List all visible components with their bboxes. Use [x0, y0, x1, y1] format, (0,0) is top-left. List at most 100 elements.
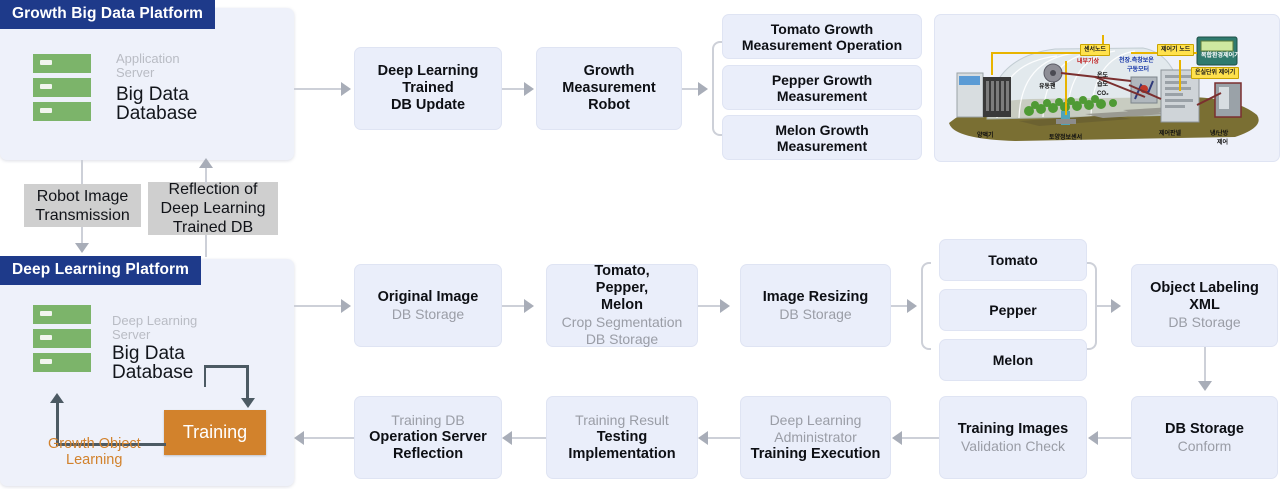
- training-button[interactable]: Training: [164, 410, 266, 455]
- box-title-line2: Measurement: [776, 137, 868, 154]
- connector-crops-to-object-labeling: [1097, 305, 1113, 307]
- box-title-line1: Training Execution: [750, 446, 881, 462]
- box-sub-line2: DB Storage: [585, 331, 659, 347]
- box-operation-server-reflection[interactable]: Training DB Operation Server Reflection: [354, 396, 502, 479]
- box-title-line3: Robot: [588, 97, 630, 113]
- box-crop-tomato[interactable]: Tomato: [939, 239, 1087, 281]
- box-deep-learning-training-execution[interactable]: Deep Learning Administrator Training Exe…: [740, 396, 891, 479]
- box-title-line2: Measurement: [776, 87, 868, 104]
- connector-crop-seg-to-resize: [698, 305, 722, 307]
- box-title-line1: Tomato Growth: [770, 20, 874, 37]
- box-crop-melon[interactable]: Melon: [939, 339, 1087, 381]
- arrow-down-to-db-storage: [1198, 381, 1212, 391]
- connector-top-panel-to-note: [81, 160, 83, 184]
- box-crop-segmentation-db-storage[interactable]: Tomato, Pepper, Melon Crop Segmentation …: [546, 263, 698, 347]
- box-growth-measurement-robot[interactable]: Growth Measurement Robot: [536, 47, 682, 130]
- box-melon-growth-measurement[interactable]: Melon Growth Measurement: [722, 115, 922, 160]
- box-title-line1: Object Labeling: [1150, 280, 1259, 296]
- box-testing-implementation[interactable]: Training Result Testing Implementation: [546, 396, 698, 479]
- brace-crops-right: [1087, 262, 1097, 350]
- hvac-label-line2: 제어: [1217, 140, 1229, 146]
- box-tomato-growth-measurement-operation[interactable]: Tomato Growth Measurement Operation: [722, 14, 922, 59]
- connector-original-to-crop-seg: [502, 305, 526, 307]
- temperature-label: 온도: [1097, 73, 1109, 79]
- box-title-line2: XML: [1189, 297, 1220, 313]
- box-pepper-growth-measurement[interactable]: Pepper Growth Measurement: [722, 65, 922, 110]
- box-title-line2: Reflection: [392, 446, 464, 462]
- growth-big-data-platform-title: Growth Big Data Platform: [0, 0, 215, 29]
- connector-dl-update-to-robot: [502, 88, 526, 90]
- box-title-line3: DB Update: [390, 97, 466, 113]
- arrow-right-to-image-resizing: [720, 299, 730, 313]
- box-object-labeling-xml[interactable]: Object Labeling XML DB Storage: [1131, 264, 1278, 347]
- loop-line-down-b: [246, 365, 249, 399]
- note-line2: Deep Learning: [160, 200, 266, 217]
- big-data-database-title-line1-bottom: Big Data: [112, 343, 185, 364]
- greenhouse-illustration-panel: 센서노드 제어기 노드 온실단위 제어기 내부기상 천장.측창보온 구동모터 온…: [934, 14, 1280, 162]
- greenhouse-illustration: 센서노드 제어기 노드 온실단위 제어기 내부기상 천장.측창보온 구동모터 온…: [935, 15, 1279, 161]
- box-sub-line1: DB Storage: [1168, 314, 1241, 330]
- control-panel-label: 제어판넬: [1159, 131, 1182, 137]
- server-rack-icon-top: [30, 54, 94, 122]
- box-sub-line1: DB Storage: [391, 305, 465, 322]
- box-sub-line1: Training Result: [575, 412, 669, 428]
- arrow-up-growth-object-learning: [50, 393, 64, 403]
- server-rack-icon-bottom: [30, 305, 94, 373]
- note-line3: Trained DB: [172, 219, 254, 236]
- box-sub-line1: Validation Check: [960, 437, 1066, 454]
- connector-top-panel-to-dl-update: [294, 88, 343, 90]
- box-training-images-validation-check[interactable]: Training Images Validation Check: [939, 396, 1087, 479]
- box-title-line1: Testing: [596, 429, 648, 445]
- big-data-database-title-line2-bottom: Database: [112, 362, 194, 383]
- brace-crops-left: [921, 262, 931, 350]
- arrow-left-to-training-execution: [892, 431, 902, 445]
- box-title-line1: Operation Server: [369, 429, 487, 445]
- application-server-label-line1: Application: [116, 51, 180, 66]
- deep-learning-server-label-line2: Server: [112, 327, 151, 342]
- box-title-line1: Growth: [583, 63, 635, 79]
- box-original-image-db-storage[interactable]: Original Image DB Storage: [354, 264, 502, 347]
- big-data-database-title-line1-top: Big Data: [116, 84, 189, 105]
- connector-dl-panel-to-original-image: [294, 305, 343, 307]
- arrow-right-to-measurements: [698, 82, 708, 96]
- soil-sensor-label: 토양정보센서: [1049, 135, 1083, 141]
- humidity-label: 습도: [1097, 82, 1109, 88]
- deep-learning-platform-title: Deep Learning Platform: [0, 256, 202, 285]
- loop-line-up: [56, 402, 59, 445]
- arrow-down-into-training: [241, 398, 255, 408]
- box-title-line1: Deep Learning: [377, 63, 479, 79]
- greenhouse-unit-controller-tag: 온실단위 제어기: [1191, 67, 1240, 79]
- box-crop-pepper[interactable]: Pepper: [939, 289, 1087, 331]
- box-title-line1: DB Storage: [1165, 420, 1244, 437]
- nutrient-supply-label: 양액기: [977, 133, 994, 139]
- box-title-line3: Melon: [601, 297, 643, 313]
- integrated-env-controller-label: 복합환경제어기: [1201, 53, 1240, 59]
- box-title-line2: Trained: [402, 80, 454, 96]
- arrow-up-to-growth-platform: [199, 158, 213, 168]
- box-sub-line2: Administrator: [774, 429, 857, 445]
- box-title-line1: Original Image: [377, 288, 479, 305]
- box-sub-line1: Conform: [1177, 437, 1232, 454]
- circulation-fan-label: 유동팬: [1039, 84, 1056, 90]
- box-image-resizing-db-storage[interactable]: Image Resizing DB Storage: [740, 264, 891, 347]
- note-line1: Robot Image: [36, 187, 129, 205]
- loop-line-top: [204, 365, 248, 368]
- application-server-label-line2: Server: [116, 65, 155, 80]
- box-title-line2: Measurement: [562, 80, 656, 96]
- box-sub-line1: Crop Segmentation: [561, 314, 683, 330]
- box-title-line1: Tomato,: [594, 263, 650, 279]
- arrow-right-to-object-labeling: [1111, 299, 1121, 313]
- box-db-storage-conform[interactable]: DB Storage Conform: [1131, 396, 1278, 479]
- box-sub-line1: Deep Learning: [769, 412, 862, 428]
- controller-node-tag: 제어기 노드: [1157, 44, 1195, 56]
- note-line2: Transmission: [35, 206, 130, 224]
- loop-line-back: [56, 443, 166, 446]
- drive-motor-label: 구동모터: [1127, 67, 1150, 73]
- growth-object-learning-label-line1: Growth Object: [48, 436, 141, 452]
- box-title-line2: Pepper,: [595, 280, 649, 296]
- box-deep-learning-trained-db-update[interactable]: Deep Learning Trained DB Update: [354, 47, 502, 130]
- connector-robot-to-measurement-brace: [682, 88, 700, 90]
- connector-testing-to-operation-server: [512, 437, 546, 439]
- box-title-line1: Pepper Growth: [771, 71, 873, 88]
